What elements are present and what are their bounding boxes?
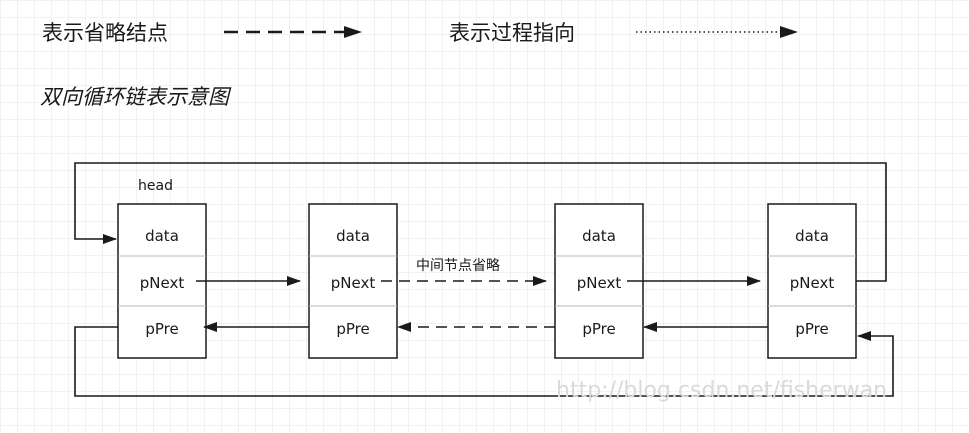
arrow-next-tail-to-head xyxy=(74,162,887,282)
node-1-data: data xyxy=(145,227,179,245)
legend-omitted-label: 表示省略结点 xyxy=(42,21,168,45)
node-1-pnext: pNext xyxy=(140,274,185,292)
omitted-middle-label: 中间节点省略 xyxy=(416,258,500,274)
node-2-data: data xyxy=(336,227,370,245)
node-4-pnext: pNext xyxy=(790,274,835,292)
node-4-ppre: pPre xyxy=(795,320,828,338)
node-3-ppre: pPre xyxy=(582,320,615,338)
head-label: head xyxy=(138,178,173,194)
arrow-prev-head-to-tail xyxy=(74,326,894,397)
node-3-data: data xyxy=(582,227,616,245)
watermark: http://blog.csdn.net/fisherwan xyxy=(556,378,887,403)
node-3-pnext: pNext xyxy=(577,274,622,292)
node-2-pnext: pNext xyxy=(331,274,376,292)
legend-dotted-arrow xyxy=(636,26,798,38)
legend-dashed-arrow xyxy=(224,26,362,38)
legend-process-label: 表示过程指向 xyxy=(449,21,575,45)
node-1-ppre: pPre xyxy=(145,320,178,338)
node-2-ppre: pPre xyxy=(336,320,369,338)
node-4-data: data xyxy=(795,227,829,245)
node-1: data pNext pPre xyxy=(117,203,207,359)
diagram-title: 双向循环链表示意图 xyxy=(40,85,232,109)
node-4: data pNext pPre xyxy=(767,203,857,359)
